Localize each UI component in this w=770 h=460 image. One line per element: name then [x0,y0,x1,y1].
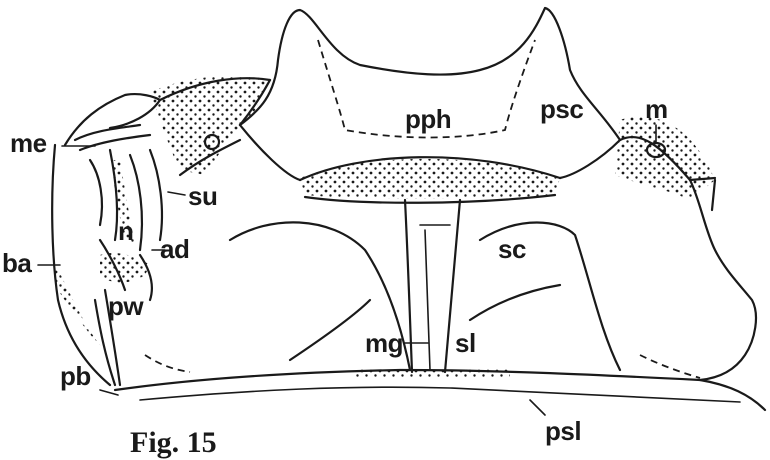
label-n: n [118,216,133,246]
figure-caption: Fig. 15 [130,426,217,459]
label-pb: pb [60,361,91,391]
label-pw: pw [108,291,144,321]
label-ad: ad [160,234,189,264]
label-psl: psl [545,416,581,446]
label-me: me [10,128,47,158]
label-mg: mg [365,328,403,358]
label-sl: sl [455,328,476,358]
label-pph: pph [405,104,451,134]
label-sc: sc [498,234,526,264]
label-su: su [188,181,217,211]
label-m: m [645,94,668,124]
label-ba: ba [2,248,32,278]
label-psc: psc [540,94,583,124]
